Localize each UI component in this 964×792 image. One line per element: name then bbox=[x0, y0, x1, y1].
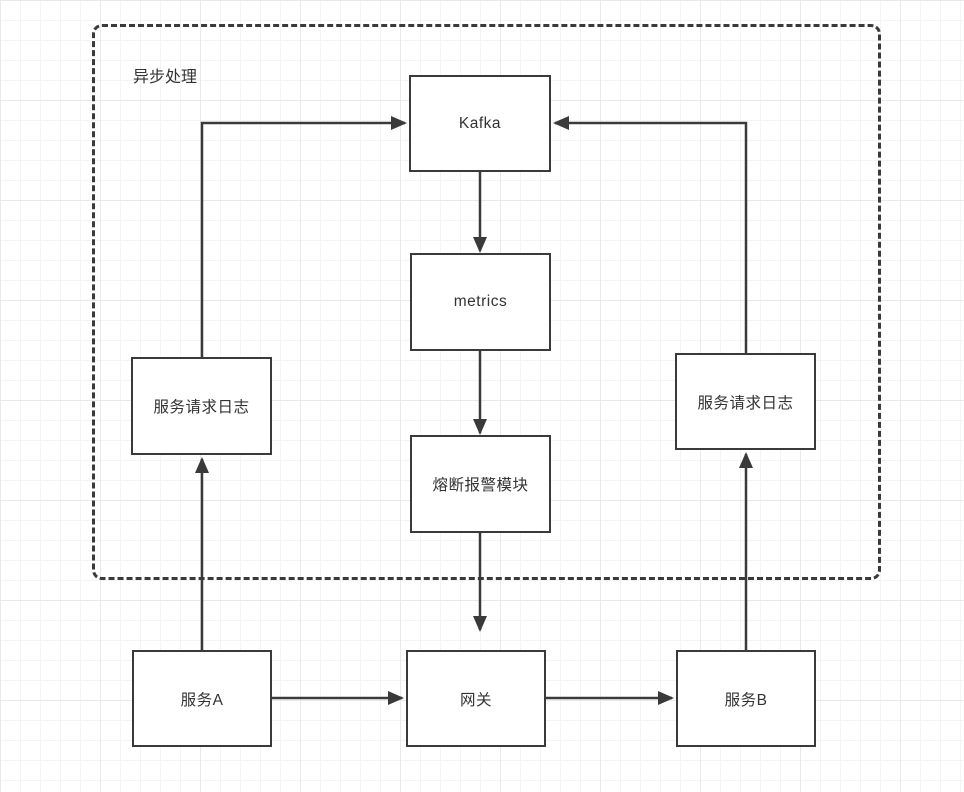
node-kafka-label: Kafka bbox=[458, 114, 502, 132]
node-service-request-log-left[interactable]: 服务请求日志 bbox=[131, 357, 272, 455]
node-metrics[interactable]: metrics bbox=[410, 253, 551, 351]
node-metrics-label: metrics bbox=[453, 293, 508, 310]
node-service-b[interactable]: 服务B bbox=[676, 650, 816, 747]
node-circuit-breaker-alarm-label: 熔断报警模块 bbox=[432, 477, 529, 494]
async-processing-container[interactable] bbox=[92, 24, 881, 580]
edge-log-left-to-kafka[interactable] bbox=[200, 116, 407, 357]
node-service-request-log-right-label: 服务请求日志 bbox=[697, 394, 794, 412]
node-service-b-label: 服务B bbox=[724, 691, 768, 709]
async-processing-label: 异步处理 bbox=[133, 69, 198, 86]
node-gateway-label: 网关 bbox=[459, 691, 492, 709]
node-circuit-breaker-alarm[interactable]: 熔断报警模块 bbox=[410, 435, 551, 533]
node-service-a-label: 服务A bbox=[180, 691, 224, 709]
edge-log-right-to-kafka[interactable] bbox=[553, 116, 748, 353]
node-gateway[interactable]: 网关 bbox=[406, 650, 546, 747]
node-service-request-log-right[interactable]: 服务请求日志 bbox=[675, 353, 816, 450]
node-service-a[interactable]: 服务A bbox=[132, 650, 272, 747]
node-kafka[interactable]: Kafka bbox=[409, 75, 551, 172]
node-service-request-log-left-label: 服务请求日志 bbox=[153, 399, 250, 416]
